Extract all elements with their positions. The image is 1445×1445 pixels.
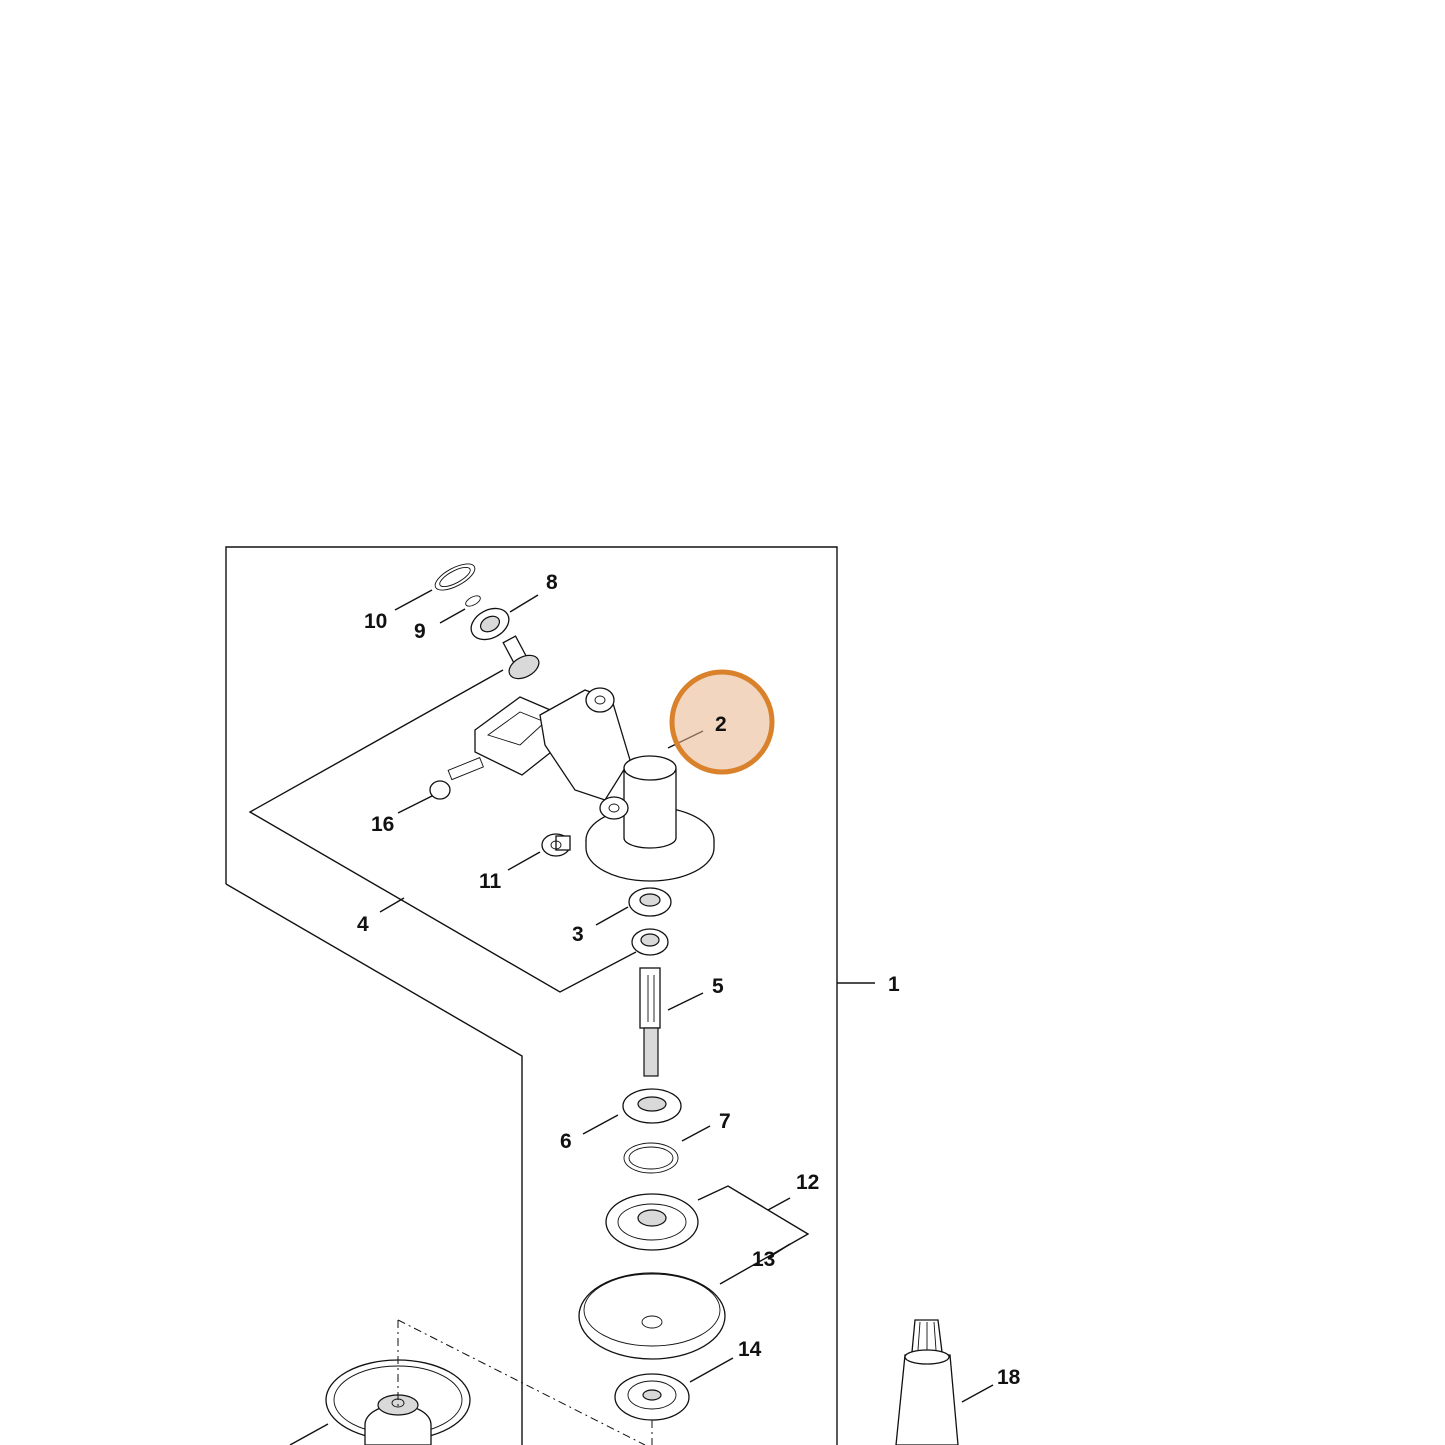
- callout-12[interactable]: 12: [796, 1171, 819, 1194]
- part-3-bearing: [595, 887, 672, 926]
- callout-3[interactable]: 3: [572, 923, 584, 946]
- callout-6[interactable]: 6: [560, 1130, 572, 1153]
- part-9-ring: [439, 595, 481, 624]
- callout-13[interactable]: 13: [752, 1248, 775, 1271]
- callout-18[interactable]: 18: [997, 1366, 1021, 1389]
- callout-10[interactable]: 10: [364, 610, 387, 633]
- callout-16[interactable]: 16: [371, 813, 394, 836]
- callout-4[interactable]: 4: [357, 913, 369, 936]
- part-7-circlip: [623, 1125, 711, 1174]
- pinion-shaft: [502, 635, 540, 680]
- part-5-output-shaft: [639, 967, 704, 1077]
- callout-9[interactable]: 9: [414, 620, 426, 643]
- part-cup-lower-left: [289, 1319, 646, 1445]
- callout-7[interactable]: 7: [719, 1110, 731, 1133]
- bevel-gear: [631, 928, 669, 956]
- callout-11[interactable]: 11: [479, 870, 502, 893]
- callout-14[interactable]: 14: [738, 1338, 762, 1361]
- part-16-screw: [397, 757, 484, 814]
- part-12-thrust-plate: [605, 1185, 810, 1285]
- part-10-circlip: [394, 563, 476, 611]
- callout-5[interactable]: 5: [712, 975, 724, 998]
- part-18-grease-tube: [895, 1319, 994, 1445]
- part-13-disc: [578, 1272, 726, 1360]
- part-8-bearing: [470, 594, 539, 641]
- part-6-bearing: [582, 1088, 682, 1135]
- housing-group-bracket: [248, 669, 637, 993]
- part-11-plug: [507, 833, 571, 871]
- part-14-washer: [614, 1357, 734, 1445]
- callout-2[interactable]: 2: [715, 713, 727, 736]
- callout-2-highlight[interactable]: [669, 669, 775, 775]
- part-2-gear-housing: [474, 687, 715, 882]
- callout-8[interactable]: 8: [546, 571, 558, 594]
- callout-1[interactable]: 1: [888, 973, 900, 996]
- assembly-frame: [225, 546, 875, 1445]
